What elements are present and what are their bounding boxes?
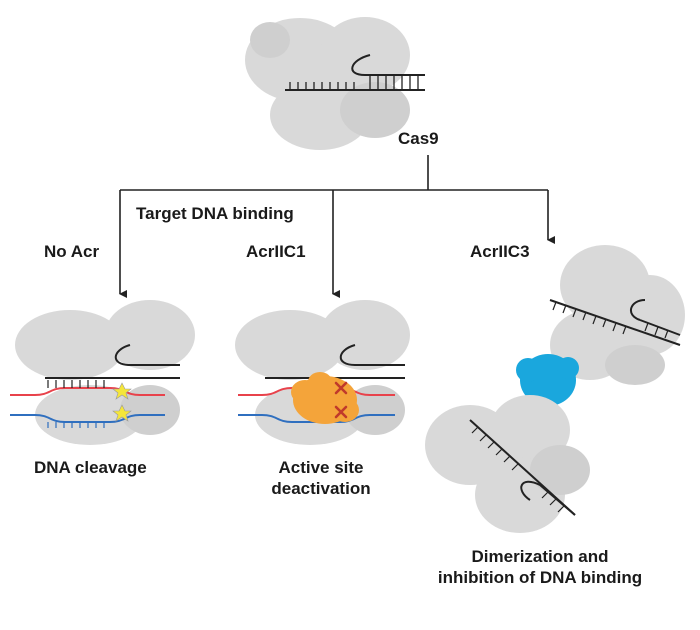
outcome-label-acriic1-line1: Active site xyxy=(278,458,364,477)
cas9-protein xyxy=(245,17,410,150)
target-binding-label: Target DNA binding xyxy=(136,204,294,223)
cas9-acriic3-lower xyxy=(425,395,590,533)
cas9-label: Cas9 xyxy=(398,129,439,148)
branch-label-no-acr: No Acr xyxy=(44,242,100,261)
outcome-label-acriic3-line1: Dimerization and xyxy=(471,547,609,566)
cas9-dna xyxy=(285,54,425,91)
x-mark-icon xyxy=(334,381,348,419)
branch-connectors xyxy=(119,155,555,298)
branch-label-acriic3: AcrIIC3 xyxy=(470,242,530,261)
outcome-label-acriic1-line2: deactivation xyxy=(271,479,371,498)
star-icon xyxy=(112,382,132,422)
acriic3-upper-dna xyxy=(549,299,681,346)
branch-label-acriic1: AcrIIC1 xyxy=(246,242,306,261)
outcome-label-no-acr: DNA cleavage xyxy=(34,458,147,477)
acriic3-lower-dna xyxy=(469,419,576,516)
no-acr-dna xyxy=(10,344,180,428)
cas9-no-acr xyxy=(15,300,195,445)
outcome-label-acriic3-line2: inhibition of DNA binding xyxy=(437,568,643,587)
